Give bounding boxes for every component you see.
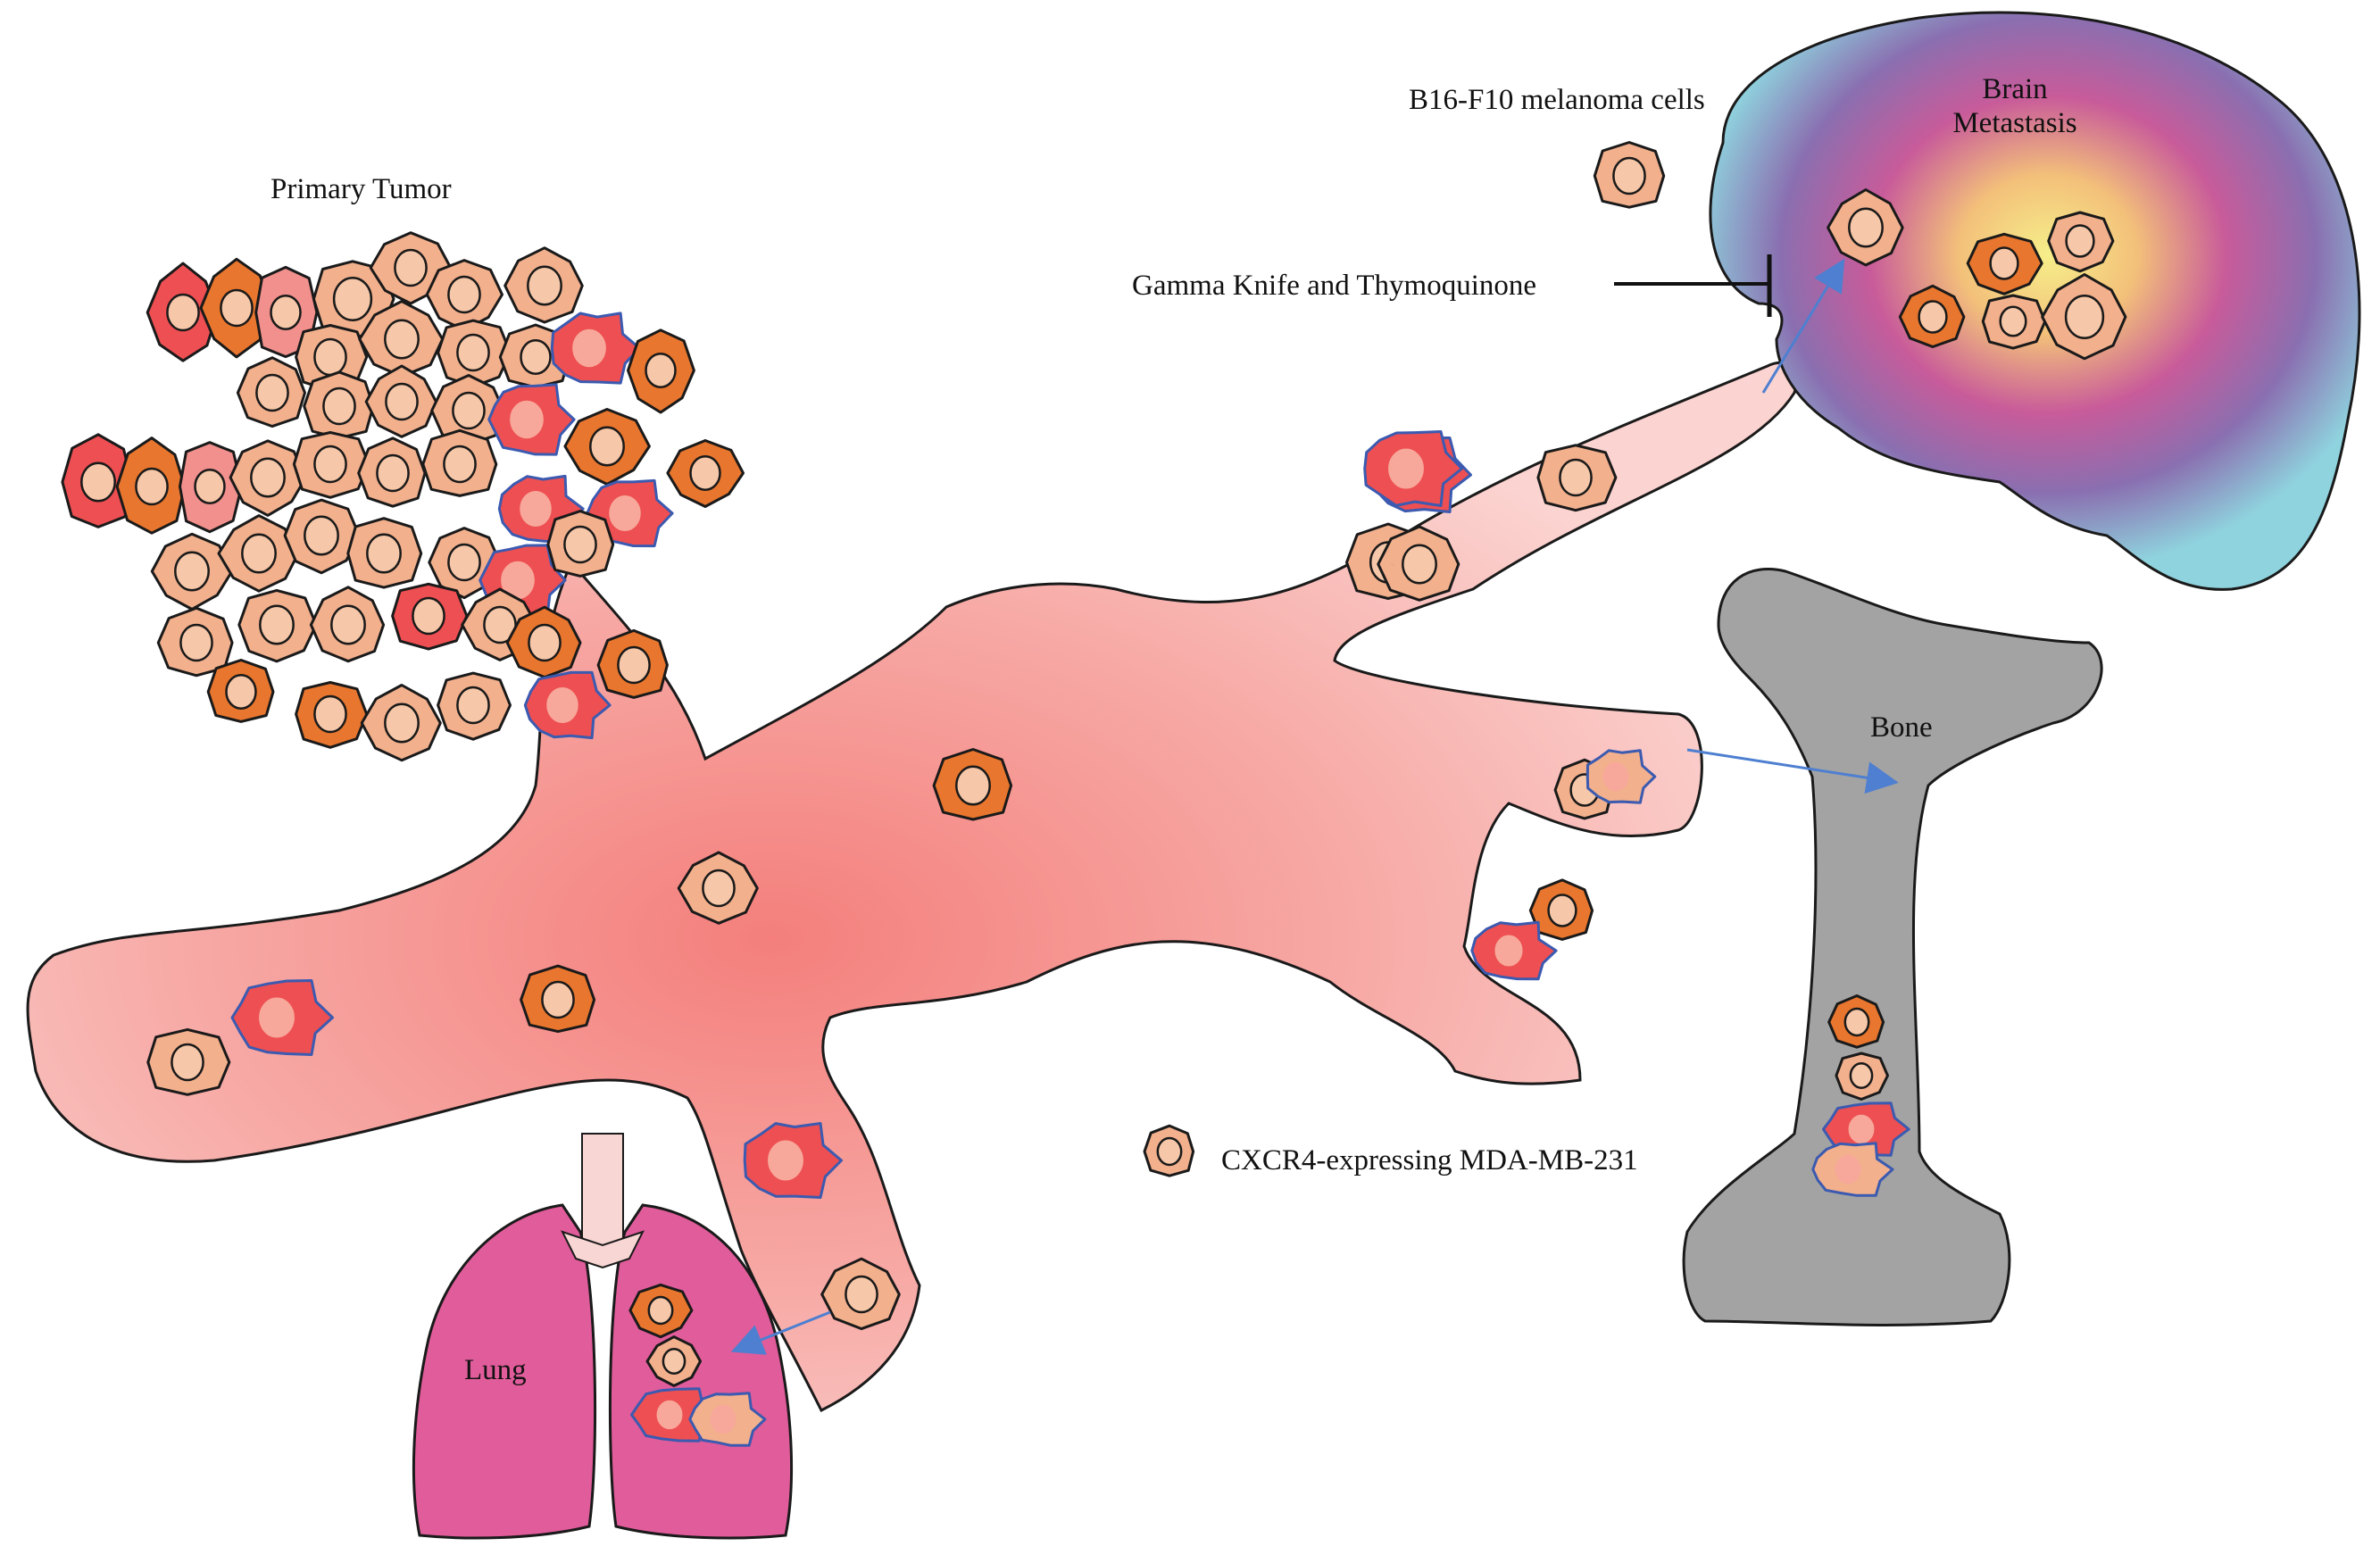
tumor-cell-icon — [934, 750, 1011, 820]
tumor-cell-icon — [1538, 445, 1616, 511]
tumor-cell-icon — [366, 366, 436, 436]
tumor-cell-icon — [152, 534, 232, 609]
tumor-cell-icon — [393, 584, 467, 649]
tumor-cell-icon — [294, 433, 369, 498]
tumor-cell-icon — [237, 358, 304, 427]
tumor-cell-icon — [285, 500, 359, 573]
tumor-cell-icon — [148, 1029, 229, 1094]
tumor-cell-icon — [427, 261, 502, 330]
brain-label: Brain — [1982, 73, 2047, 105]
tumor-cell-icon — [1829, 996, 1884, 1048]
cxcr4-label: CXCR4-expressing MDA-MB-231 — [1221, 1144, 1638, 1176]
tumor-cell-icon — [1983, 295, 2045, 348]
tumor-cell-icon — [362, 686, 440, 761]
tumor-cell-icon — [230, 441, 305, 516]
trachea — [582, 1134, 623, 1250]
tumor-cell-icon — [1836, 1053, 1888, 1100]
tumor-cell-icon — [296, 683, 367, 748]
tumor-cell-icon — [668, 441, 744, 507]
tumor-cell-icon — [359, 438, 425, 506]
tumor-cell-icon — [423, 430, 496, 495]
lung-label: Lung — [464, 1354, 527, 1386]
tumor-cell-icon — [117, 438, 185, 534]
tumor-cell-icon — [628, 330, 695, 412]
metastasis-label: Metastasis — [1952, 107, 2076, 139]
tumor-cell-icon — [1594, 143, 1663, 208]
tumor-cell-icon — [598, 630, 667, 697]
tumor-cell-icon — [304, 372, 373, 438]
primary-tumor-label: Primary Tumor — [270, 173, 452, 205]
tumor-cell-icon — [565, 410, 650, 485]
tumor-cell-icon — [348, 519, 421, 587]
tumor-cell-icon — [180, 443, 242, 532]
gamma-knife-label: Gamma Knife and Thymoquinone — [1132, 270, 1536, 302]
tumor-cell-icon — [1144, 1126, 1194, 1176]
tumor-cell-icon — [548, 511, 613, 577]
tumor-cell-icon — [311, 587, 383, 661]
tumor-cell-icon — [239, 590, 316, 661]
bone — [1684, 569, 2101, 1326]
invasive-cell-icon — [552, 313, 639, 383]
tumor-cell-icon — [2049, 212, 2113, 271]
melanoma-label: B16-F10 melanoma cells — [1409, 84, 1705, 116]
bone-label: Bone — [1870, 711, 1933, 744]
tumor-cell-icon — [438, 673, 511, 739]
tumor-cell-icon — [521, 966, 595, 1032]
tumor-cell-icon — [505, 248, 583, 322]
tumor-cell-icon — [219, 516, 298, 592]
invasive-cell-icon — [489, 385, 574, 454]
tumor-cell-icon — [208, 661, 273, 722]
